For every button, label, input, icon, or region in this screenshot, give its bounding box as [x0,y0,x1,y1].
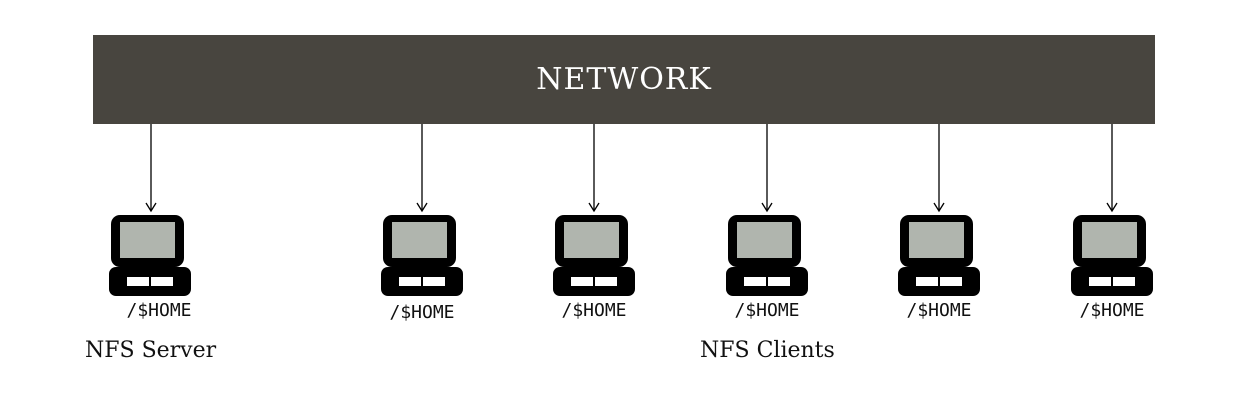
nfs-clients-label: NFS Clients [700,338,835,363]
client-1-home-path: /$HOME [389,302,455,323]
nfs-server-label: NFS Server [85,338,217,363]
client-computer-icon-3 [726,215,808,296]
connection-arrow-client-5 [1106,124,1118,213]
client-computer-icon-4 [898,215,980,296]
client-2-home-path: /$HOME [561,300,627,321]
connection-arrow-server [145,124,157,213]
client-computer-icon-2 [553,215,635,296]
connection-arrow-client-1 [416,124,428,213]
connection-arrow-client-3 [761,124,773,213]
network-bar: NETWORK [93,35,1155,124]
client-4-home-path: /$HOME [906,300,972,321]
server-home-path: /$HOME [126,300,192,321]
client-3-home-path: /$HOME [734,300,800,321]
connection-arrow-client-2 [588,124,600,213]
client-computer-icon-1 [381,215,463,296]
client-5-home-path: /$HOME [1079,300,1145,321]
connection-arrow-client-4 [933,124,945,213]
server-computer-icon [109,215,191,296]
network-label: NETWORK [536,62,712,97]
client-computer-icon-5 [1071,215,1153,296]
